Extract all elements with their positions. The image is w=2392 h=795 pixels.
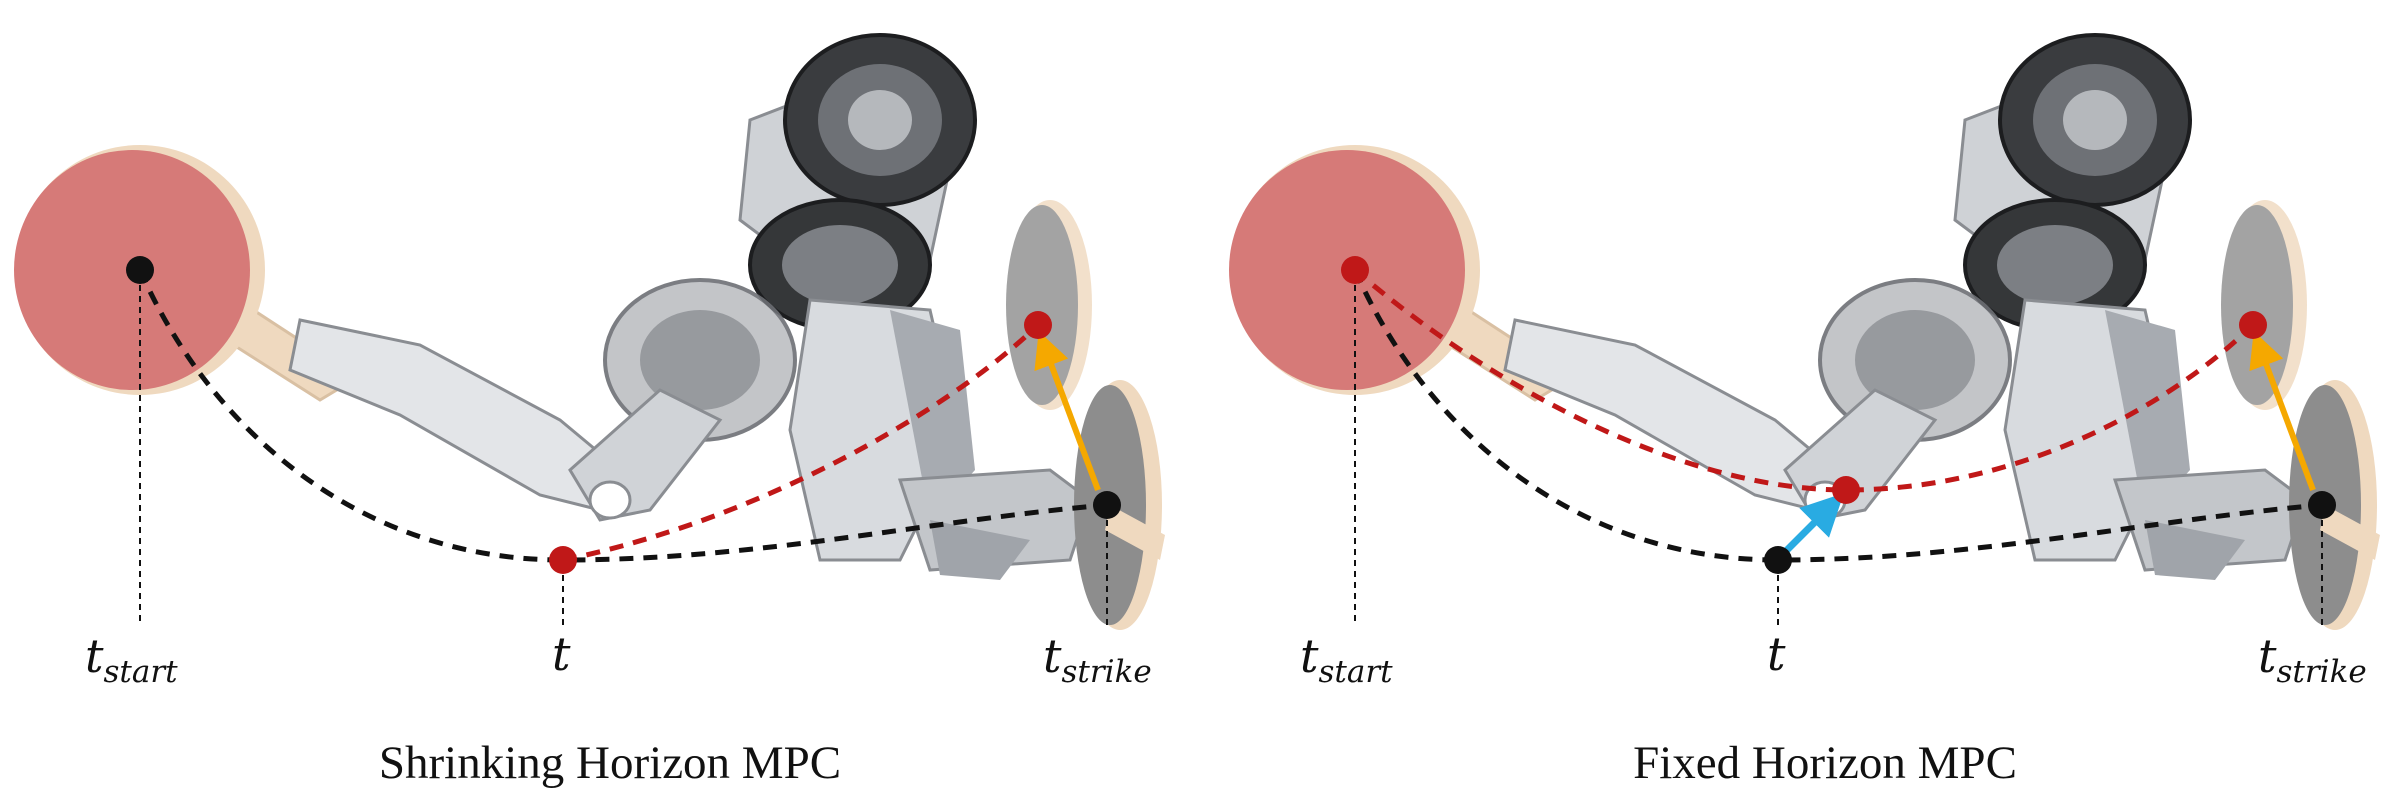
robot-arm-icon xyxy=(1503,33,2307,582)
start-time-label: tstart xyxy=(85,629,178,690)
planned-trajectory-black xyxy=(1352,268,2323,563)
strike-point xyxy=(2308,491,2336,519)
replanned-trajectory-red xyxy=(1353,268,2255,493)
start-point xyxy=(126,256,154,284)
current-point xyxy=(549,546,577,574)
start-time-label: tstart xyxy=(1300,629,1393,690)
shifted-current-point xyxy=(1832,476,1860,504)
panel-fixed-horizon: tstart t tstrike Fixed Horizon MPC xyxy=(1229,33,2380,789)
strike-time-label: tstrike xyxy=(1043,629,1152,690)
new-strike-point xyxy=(2239,311,2267,339)
current-time-label: t xyxy=(552,627,571,681)
strike-time-label: tstrike xyxy=(2258,629,2367,690)
current-point xyxy=(1764,546,1792,574)
robot-arm-icon xyxy=(288,33,1092,582)
gray-paddle-icon xyxy=(2221,200,2307,410)
panel-caption: Shrinking Horizon MPC xyxy=(379,737,841,789)
strike-point xyxy=(1093,491,1121,519)
strike-shift-arrow xyxy=(2249,331,2316,492)
new-strike-point xyxy=(1024,311,1052,339)
planned-trajectory-black xyxy=(137,268,1108,563)
panel-caption: Fixed Horizon MPC xyxy=(1633,737,2017,789)
state-shift-arrow xyxy=(1782,493,1844,555)
gray-paddle-icon xyxy=(1006,200,1092,410)
replanned-trajectory-red xyxy=(562,323,1040,563)
current-time-label: t xyxy=(1767,627,1786,681)
strike-shift-arrow xyxy=(1034,331,1101,492)
panel-shrinking-horizon: tstart t tstrike Shrinking Horizon MPC xyxy=(14,33,1165,789)
start-point xyxy=(1341,256,1369,284)
